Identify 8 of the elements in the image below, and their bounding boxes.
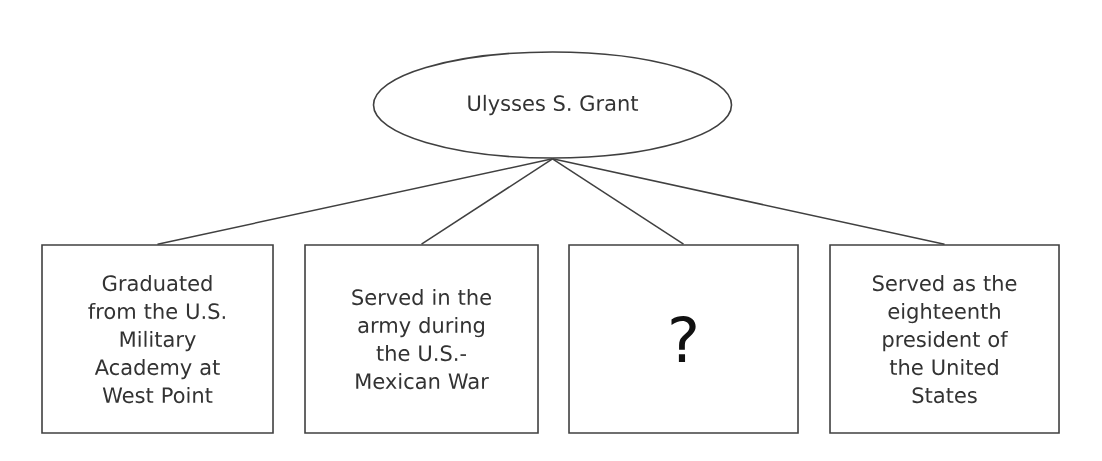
fact-box: Served as the eighteenth president of the United States (829, 244, 1060, 434)
connector-line (420, 158, 554, 245)
fact-box: Served in the army during the U.S.-Mexican War (304, 244, 539, 434)
connector-line (156, 158, 554, 245)
fact-box: ? (568, 244, 799, 434)
connector-line (551, 158, 685, 245)
fact-box: Graduated from the U.S. Military Academy at West Point (41, 244, 274, 434)
connector-line (551, 158, 946, 245)
